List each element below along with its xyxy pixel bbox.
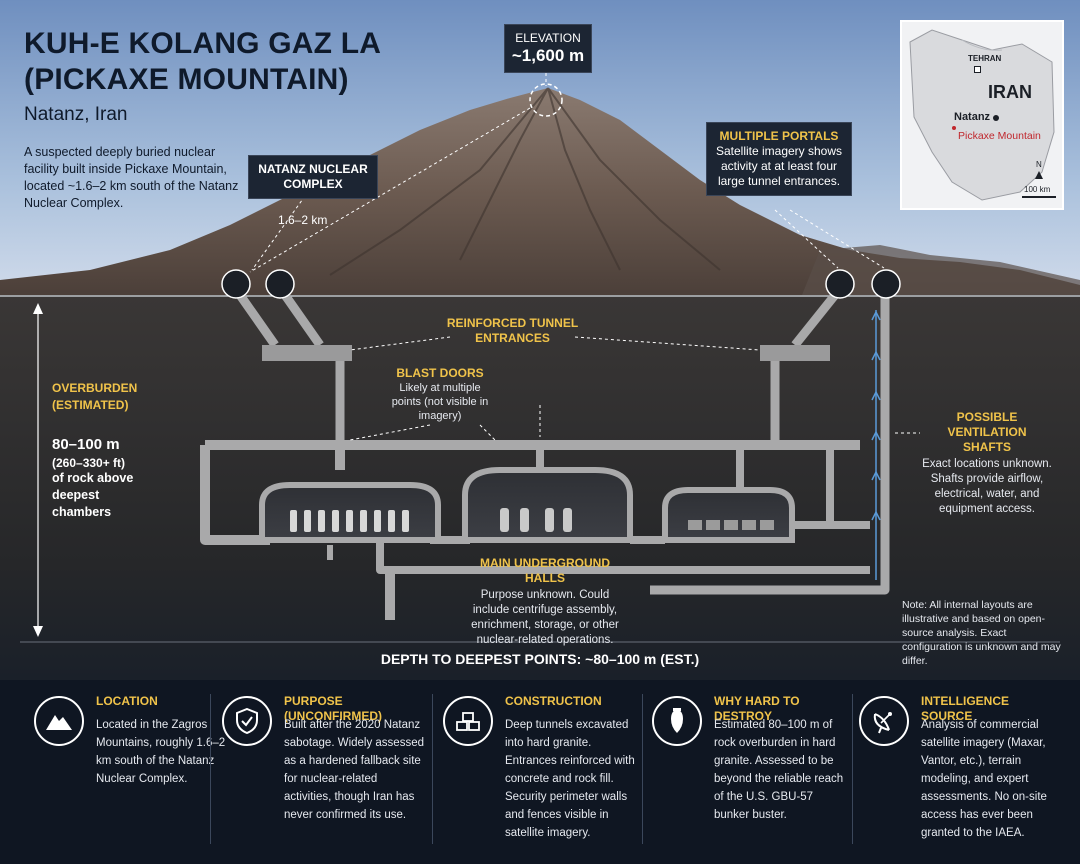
card-divider (210, 694, 211, 844)
card-divider (852, 694, 853, 844)
overburden-title: OVERBURDEN (ESTIMATED) (52, 381, 138, 412)
overburden-arrow (33, 303, 43, 637)
centrifuges (290, 510, 409, 532)
bomb-icon (652, 696, 702, 746)
halls-title: MAIN UNDERGROUND HALLS (480, 556, 610, 585)
overburden-value: 80–100 m (52, 436, 120, 453)
halls-callout: MAIN UNDERGROUND HALLS Purpose unknown. … (465, 556, 625, 648)
portals-text: Satellite imagery shows activity at at l… (715, 144, 843, 188)
map-country-label: IRAN (988, 82, 1032, 102)
tunnel-entrances-title: REINFORCED TUNNEL ENTRANCES (446, 316, 579, 345)
halls-text: Purpose unknown. Could include centrifug… (471, 589, 619, 646)
crates (688, 520, 774, 530)
card-hard-text: Estimated 80–100 m of rock overburden in… (714, 719, 844, 821)
mountain-foothills (800, 245, 1080, 300)
natanz-complex-callout: NATANZ NUCLEAR COMPLEX (248, 155, 378, 199)
card-construction: CONSTRUCTION Deep tunnels excavated into… (443, 688, 643, 848)
blocks-icon (443, 696, 493, 746)
card-hard-to-destroy: WHY HARD TO DESTROY Estimated 80–100 m o… (652, 688, 852, 848)
card-divider (642, 694, 643, 844)
title-line-2: (PICKAXE MOUNTAIN) (24, 63, 349, 96)
elevation-value: ~1,600 m (511, 46, 585, 65)
inset-map: TEHRAN IRAN Natanz Pickaxe Mountain N 10… (900, 20, 1064, 210)
leader-lines (249, 73, 920, 441)
page-title: KUH-E KOLANG GAZ LA (PICKAXE MOUNTAIN) (24, 26, 381, 98)
pickaxe-marker (952, 126, 956, 130)
location-subtitle: Natanz, Iran (24, 104, 128, 125)
hall-3 (662, 487, 795, 543)
blast-doors-title: BLAST DOORS (396, 366, 484, 380)
natanz-marker (993, 115, 999, 121)
elevation-callout: ELEVATION ~1,600 m (504, 24, 592, 73)
mountain-icon (34, 696, 84, 746)
tunnel-network (200, 292, 890, 620)
overburden-text: of rock above deepest chambers (52, 471, 134, 519)
blast-doors-callout: BLAST DOORS Likely at multiple points (n… (390, 366, 490, 423)
overburden-callout: OVERBURDEN (ESTIMATED) 80–100 m (260–330… (52, 380, 152, 521)
card-intelligence-title: INTELLIGENCE SOURCE (921, 694, 1010, 723)
card-location-title: LOCATION (96, 694, 158, 708)
ventilation-title: POSSIBLE VENTILATION SHAFTS (947, 410, 1027, 454)
card-purpose-title: PURPOSE (UNCONFIRMED) (284, 694, 382, 723)
distance-label: 1.6–2 km (278, 213, 328, 227)
iran-map-shape (909, 29, 1055, 201)
intro-text: A suspected deeply buried nuclear facili… (24, 145, 239, 210)
title-line-1: KUH-E KOLANG GAZ LA (24, 27, 382, 60)
portals-callout: MULTIPLE PORTALS Satellite imagery shows… (706, 122, 852, 196)
card-purpose-text: Built after the 2020 Natanz sabotage. Wi… (284, 719, 424, 821)
card-location-text: Located in the Zagros Mountains, roughly… (96, 719, 226, 785)
card-intelligence: INTELLIGENCE SOURCE Analysis of commerci… (859, 688, 1059, 848)
map-tehran-label: TEHRAN (968, 54, 1002, 63)
mountain (0, 88, 1080, 300)
card-intelligence-text: Analysis of commercial satellite imagery… (921, 719, 1047, 839)
map-natanz-label: Natanz (954, 111, 991, 123)
elevation-label: ELEVATION (515, 31, 581, 45)
north-arrow-icon (1035, 171, 1043, 179)
map-scale-label: 100 km (1024, 185, 1051, 194)
overburden-sub: (260–330+ ft) (52, 456, 126, 470)
map-scale-bar (1022, 196, 1056, 198)
card-hard-title: WHY HARD TO DESTROY (714, 694, 800, 723)
tanks (500, 508, 572, 532)
shield-icon (222, 696, 272, 746)
ventilation-text: Exact locations unknown. Shafts provide … (922, 458, 1052, 515)
card-location: LOCATION Located in the Zagros Mountains… (34, 688, 225, 848)
mountain-ridges (329, 87, 721, 276)
card-construction-text: Deep tunnels excavated into hard granite… (505, 719, 635, 839)
card-divider (432, 694, 433, 844)
satellite-dish-icon (859, 696, 909, 746)
portal-markers (221, 269, 901, 299)
map-pickaxe-label: Pickaxe Mountain (958, 130, 1041, 142)
card-construction-title: CONSTRUCTION (505, 694, 602, 708)
disclaimer-note: Note: All internal layouts are illustrat… (902, 599, 1061, 667)
map-north-label: N (1036, 160, 1042, 169)
ventilation-arrows (871, 310, 881, 580)
blast-doors-text: Likely at multiple points (not visible i… (391, 382, 489, 422)
ventilation-callout: POSSIBLE VENTILATION SHAFTS Exact locati… (922, 410, 1052, 517)
tehran-marker (974, 66, 981, 73)
depth-label: DEPTH TO DEEPEST POINTS: ~80–100 m (EST.… (380, 651, 700, 667)
summit-marker (529, 83, 563, 117)
card-purpose: PURPOSE (UNCONFIRMED) Built after the 20… (222, 688, 428, 848)
portals-title: MULTIPLE PORTALS (719, 129, 839, 143)
